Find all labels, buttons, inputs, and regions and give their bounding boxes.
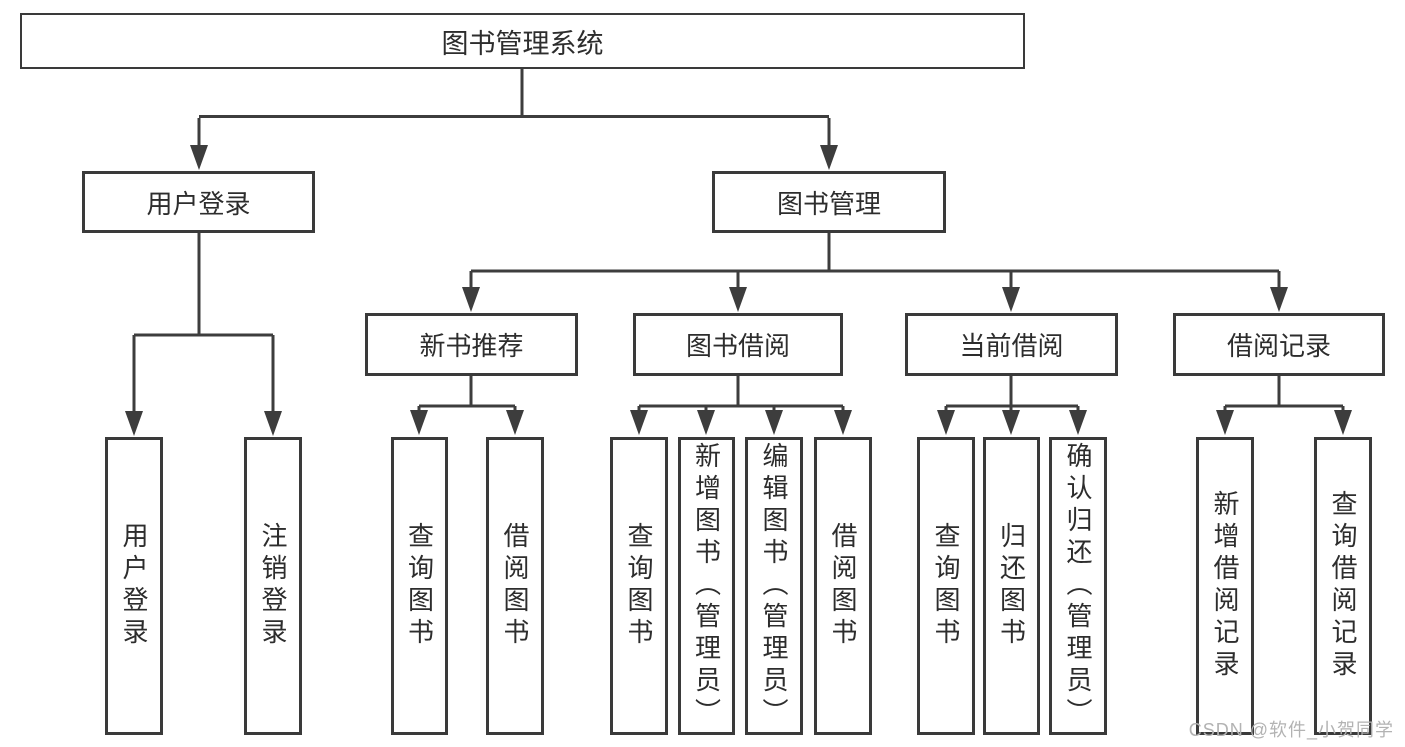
node-new-book-recommendation-label: 新书推荐	[419, 331, 524, 361]
leaf-confirm-return-admin: 确认归还（管理员）	[1049, 437, 1107, 735]
leaf-add-borrow-record: 新增借阅记录	[1196, 437, 1254, 735]
leaf-confirm-return-admin-label: 确认归还（管理员）	[1063, 442, 1093, 730]
node-book-borrowing-label: 图书借阅	[685, 331, 790, 361]
leaf-logout-label: 注销登录	[258, 522, 288, 650]
node-book-management-label: 图书管理	[776, 188, 881, 219]
node-library-system: 图书管理系统	[20, 13, 1025, 69]
leaf-query-books-borrow-label: 查询图书	[624, 522, 654, 650]
leaf-return-books-label: 归还图书	[996, 522, 1027, 650]
leaf-borrow-books-recommend-label: 借阅图书	[500, 522, 530, 650]
leaf-add-borrow-record-label: 新增借阅记录	[1210, 490, 1240, 682]
node-book-management: 图书管理	[712, 171, 946, 233]
leaf-query-books-current-label: 查询图书	[931, 522, 961, 650]
node-borrowing-records: 借阅记录	[1173, 313, 1385, 376]
node-current-borrowing: 当前借阅	[905, 313, 1118, 376]
csdn-watermark: CSDN @软件_小贺同学	[1188, 720, 1394, 740]
leaf-logout: 注销登录	[244, 437, 302, 735]
leaf-query-books-borrow: 查询图书	[610, 437, 668, 735]
leaf-query-borrow-record: 查询借阅记录	[1314, 437, 1372, 735]
leaf-return-books: 归还图书	[983, 437, 1040, 735]
node-new-book-recommendation: 新书推荐	[365, 313, 578, 376]
leaf-query-borrow-record-label: 查询借阅记录	[1328, 490, 1358, 682]
leaf-edit-books-admin-label: 编辑图书（管理员）	[759, 442, 789, 730]
leaf-query-books-recommend-label: 查询图书	[404, 522, 435, 650]
leaf-query-books-current: 查询图书	[917, 437, 975, 735]
leaf-user-login-label: 用户登录	[119, 522, 149, 650]
leaf-borrow-books-label: 借阅图书	[828, 522, 858, 650]
leaf-edit-books-admin: 编辑图书（管理员）	[745, 437, 803, 735]
node-current-borrowing-label: 当前借阅	[959, 331, 1064, 361]
node-user-login-label: 用户登录	[146, 188, 251, 219]
node-book-borrowing: 图书借阅	[633, 313, 843, 376]
leaf-borrow-books: 借阅图书	[814, 437, 872, 735]
leaf-add-books-admin-label: 新增图书（管理员）	[691, 442, 722, 730]
node-borrowing-records-label: 借阅记录	[1226, 331, 1331, 361]
node-library-system-label: 图书管理系统	[441, 28, 604, 59]
leaf-add-books-admin: 新增图书（管理员）	[678, 437, 735, 735]
leaf-user-login: 用户登录	[105, 437, 163, 735]
arrowheads	[125, 145, 1352, 436]
leaf-query-books-recommend: 查询图书	[391, 437, 448, 735]
node-user-login: 用户登录	[82, 171, 315, 233]
leaf-borrow-books-recommend: 借阅图书	[486, 437, 544, 735]
